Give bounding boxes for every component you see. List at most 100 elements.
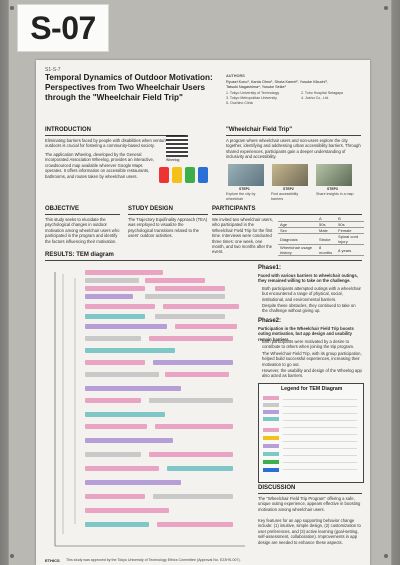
table-cell: Male	[317, 227, 337, 234]
affiliation-3: 3. Tokyo Metropolitan University	[226, 96, 277, 100]
table-row: Sex Male Female	[278, 227, 364, 234]
tem-node	[163, 304, 239, 309]
phone-screen-icon	[172, 167, 182, 183]
phase-1-heading: Phase1:	[258, 265, 282, 271]
divider	[258, 493, 362, 494]
introduction-heading: INTRODUCTION	[45, 127, 91, 133]
phase-1-bullet-2: Despite these obstacles, they continued …	[262, 303, 356, 314]
table-cell: Female	[336, 227, 364, 234]
table-cell: 50s	[317, 221, 337, 228]
tem-node	[165, 372, 229, 377]
tem-node	[85, 314, 145, 319]
path-line	[62, 274, 76, 534]
phone-screen-icon	[185, 167, 195, 183]
field-trip-photo-1	[228, 164, 264, 186]
table-cell: 8 months	[317, 244, 337, 256]
study-design-heading: STUDY DESIGN	[128, 206, 173, 212]
tem-node	[153, 360, 233, 365]
field-trip-photo-3	[316, 164, 352, 186]
tem-node	[145, 278, 205, 283]
legend-descriptions	[283, 396, 357, 474]
pin	[10, 554, 14, 558]
discussion-text: The "Wheelchair Field Trip Program" offe…	[258, 496, 361, 512]
authors-heading: AUTHORS	[226, 74, 245, 78]
legend-swatch	[263, 436, 279, 440]
legend-swatch	[263, 403, 279, 407]
field-trip-heading: "Wheelchair Field Trip"	[226, 127, 293, 133]
divider	[128, 214, 208, 215]
tem-node	[85, 304, 155, 309]
tem-node	[153, 494, 233, 499]
phase-2-bullet-2: The Wheelchair Field Trip, with its grou…	[262, 351, 362, 367]
tem-node	[85, 348, 175, 353]
discussion-heading: DISCUSSION	[258, 485, 296, 491]
tem-node	[85, 452, 141, 457]
tem-node	[155, 424, 233, 429]
research-poster: S1-S-7 Temporal Dynamics of Outdoor Moti…	[36, 60, 370, 565]
tem-node	[85, 372, 159, 377]
authors-line-2: Tatsuki Nagashima⁴, Yosuke Seike¹	[226, 85, 286, 89]
legend-swatch	[263, 417, 279, 421]
table-cell: Diagnosis	[278, 233, 318, 245]
table-cell: Spinal cord injury	[336, 233, 364, 245]
participants-heading: PARTICIPANTS	[212, 206, 256, 212]
tem-node	[85, 412, 165, 417]
phase-1-bullet-1: Both participants attempted outings with…	[262, 286, 361, 302]
phase-2-bullet-1: Both participants were motivated by a de…	[262, 339, 355, 350]
phase-2-text: Participation in the Wheelchair Field Tr…	[258, 326, 354, 342]
table-cell: 50s	[336, 221, 364, 228]
legend-swatch	[263, 460, 279, 464]
phone-screen-icon	[198, 167, 208, 183]
pin	[10, 6, 14, 10]
table-cell: Wheelchair usage history	[278, 244, 318, 256]
participants-text: We invited two wheelchair users, who par…	[212, 217, 273, 255]
table-header-cell: A	[317, 216, 337, 222]
tem-node	[149, 336, 233, 341]
board-label-card: S-07	[17, 4, 109, 52]
results-heading: RESULTS: TEM diagram	[45, 252, 114, 258]
table-row: Wheelchair usage history 8 months 8 year…	[278, 244, 364, 256]
tem-node	[85, 360, 145, 365]
legend-swatch	[263, 410, 279, 414]
field-trip-text: A program where wheelchair users and non…	[226, 138, 361, 160]
affiliation-4: 4. Joshu Co., Ltd.	[301, 96, 330, 100]
affiliation-2: 2. Toho Hospital Setagaya	[301, 91, 343, 95]
phase-2-bullet-3: However, the usability and design of the…	[262, 368, 362, 379]
introduction-text-2: The application Wheelog, developed by th…	[45, 152, 154, 179]
field-trip-photo-2	[272, 164, 308, 186]
tem-node	[85, 270, 163, 275]
tem-diagram-svg	[54, 272, 245, 547]
study-design-text: The Trajectory Equifinality Approach (TE…	[128, 217, 208, 239]
divider	[45, 135, 185, 136]
table-row: Diagnosis Stroke Spinal cord injury	[278, 233, 364, 245]
step-1-caption: Explore the city by wheelchair	[226, 192, 256, 201]
tem-node	[85, 424, 147, 429]
step-2-caption: Find accessibility barriers	[271, 192, 299, 201]
table-row: Age 50s 50s	[278, 221, 364, 228]
poster-id: S1-S-7	[45, 67, 61, 73]
legend-swatch	[263, 444, 279, 448]
phase-2-heading: Phase2:	[258, 318, 282, 324]
qr-caption: Wheelog	[166, 158, 180, 162]
board-label: S-07	[30, 9, 96, 46]
tem-node	[155, 314, 225, 319]
tem-node	[157, 522, 233, 527]
divider	[45, 214, 120, 215]
step-3-label: STEP3	[327, 187, 338, 191]
pin	[384, 554, 388, 558]
tem-node	[85, 278, 139, 283]
table-cell: Sex	[278, 227, 318, 234]
title-line-2: Perspectives from Two Wheelchair Users	[45, 83, 206, 92]
authors-line-1: Ryusei Kono¹, Kanta Ohno¹, Shota Kamei²,…	[226, 80, 328, 84]
legend-swatch	[263, 468, 279, 472]
tem-node	[167, 466, 233, 471]
pin	[384, 6, 388, 10]
tem-node	[85, 286, 145, 291]
legend-swatch	[263, 396, 279, 400]
tem-node	[85, 398, 141, 403]
tem-node	[85, 336, 141, 341]
tem-node	[85, 324, 167, 329]
tem-diagram	[45, 264, 250, 554]
objective-text: This study seeks to elucidate the psycho…	[45, 217, 120, 244]
tem-node	[85, 494, 145, 499]
